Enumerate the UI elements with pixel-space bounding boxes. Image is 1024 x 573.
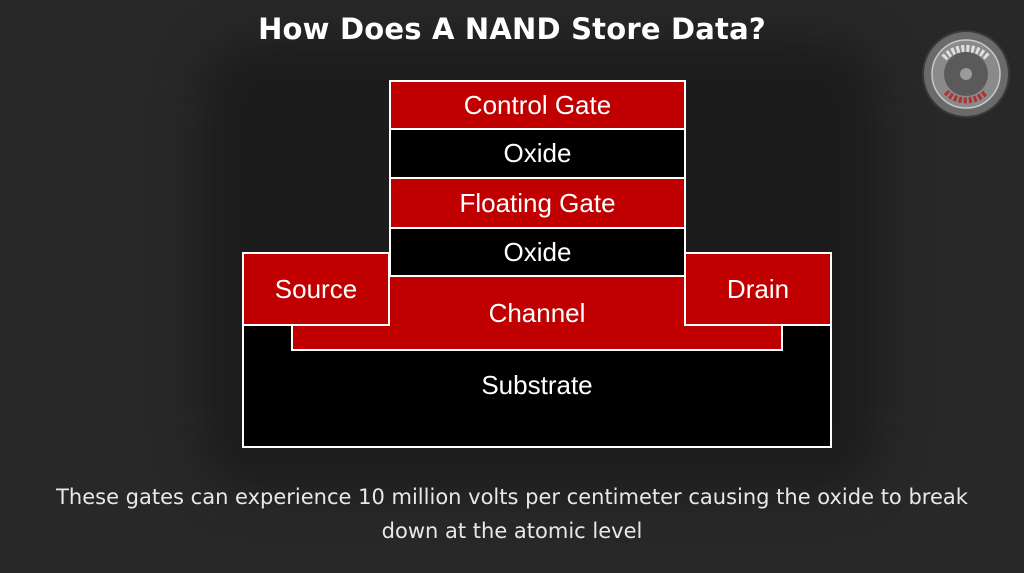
- channel-label: Channel: [488, 297, 586, 328]
- source-label: Source: [274, 273, 358, 304]
- floating-gate-label: Floating Gate: [459, 187, 616, 218]
- floating-gate-layer: Floating Gate: [389, 177, 686, 229]
- drain-label: Drain: [726, 273, 790, 304]
- control-gate-layer: Control Gate: [389, 80, 686, 130]
- oxide-bottom-layer: Oxide: [389, 227, 686, 277]
- caption-text: These gates can experience 10 million vo…: [56, 485, 968, 543]
- control-gate-label: Control Gate: [463, 89, 612, 120]
- oxide-top-label: Oxide: [503, 138, 572, 168]
- substrate-label: Substrate: [481, 369, 593, 400]
- source-layer: Source: [242, 252, 390, 326]
- page-title: How Does A NAND Store Data?: [258, 12, 766, 46]
- drain-layer: Drain: [684, 252, 832, 326]
- oxide-bottom-label: Oxide: [503, 236, 572, 267]
- oxide-top-layer: Oxide: [389, 128, 686, 179]
- drivesavers-logo: [922, 30, 1010, 118]
